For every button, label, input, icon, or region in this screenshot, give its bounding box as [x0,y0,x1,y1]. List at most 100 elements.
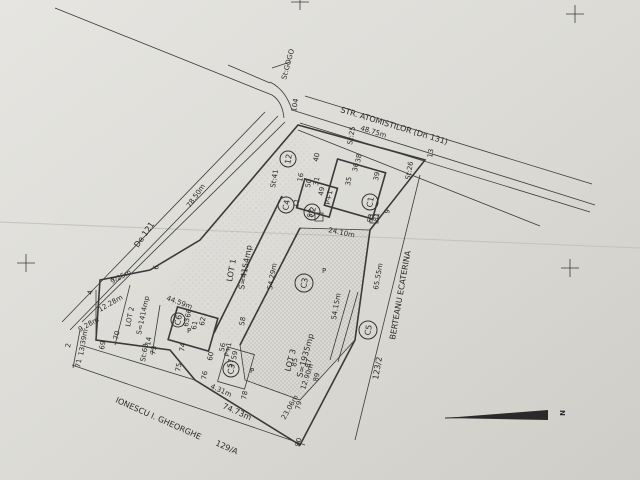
survey-point-label: 9 [383,209,392,215]
survey-point-label: 14 [144,336,154,347]
building-marker-label: C4 [281,199,292,211]
building-small [369,214,379,224]
building-marker-c3b: C3 [222,360,240,378]
building-c2 [295,177,339,219]
de121-road-edge [61,111,266,323]
lot-boundary [79,344,196,381]
north-label: N [558,410,566,416]
survey-point-label: 53 [366,213,375,223]
lot-boundary [72,329,81,369]
station-label: St:26 [404,160,415,180]
building-marker-label: C6 [173,314,184,326]
survey-point-label: 87 [304,358,313,368]
atomistilor-road-edge [304,95,593,185]
building-marker-c3: C3 [294,273,314,293]
neighbour-boundary [354,174,421,441]
lot-division-line [239,227,301,346]
building-marker-label: C1 [365,196,376,208]
survey-point-label: 104 [290,97,300,112]
survey-point-label: 63 [182,317,191,327]
survey-point-label: 85 [290,357,299,367]
survey-point-label: 62 [198,316,207,326]
atomistilor-road-edge [299,122,591,213]
floor-label: P [322,267,326,275]
survey-point-label: 4 [86,289,95,295]
building-marker-c4: C4 [277,196,295,214]
building-marker-label: C2 [307,206,318,218]
survey-point-label: 11 [292,198,301,208]
building-small [314,212,324,222]
survey-point-label: 61 [190,320,199,330]
survey-point-label: 80 [294,437,303,447]
survey-point-label: 60 [206,351,215,361]
survey-point-label: 52 [306,208,315,218]
parcel-123-2: 123/2 [371,356,384,380]
lot-3-area [240,228,370,400]
floor-label: P [187,327,191,335]
building-marker-c5: C5 [358,320,378,340]
survey-point-label: 31 [312,176,321,186]
junction-curve [269,81,293,111]
survey-point-label: 13 [426,148,435,158]
floor-label: P+1 [223,342,233,358]
survey-point-label: 81 [372,212,381,222]
survey-point-label: 75 [174,362,183,372]
floor-label: P [250,367,254,375]
registration-cross-icon [561,259,579,277]
survey-point-label: 35 [344,176,353,186]
de121-road-edge [81,121,286,323]
building-marker-c1: C1 [361,193,379,211]
survey-point-label: 50 [304,178,313,188]
building-marker-c6: C6 [170,312,186,328]
survey-point-label: 78 [240,390,249,400]
building-marker-label: 12 [283,153,294,165]
survey-point-label: 56 [218,342,228,353]
survey-point-label: 89 [312,372,321,382]
junction-curve [271,94,285,119]
survey-point-label: 16 [296,172,306,183]
building-marker-c12: 12 [279,150,297,168]
building-c1 [323,158,387,220]
de121-road-edge [69,115,279,331]
lot-division-line [213,195,283,334]
station-label: St:68 [139,343,150,363]
atomistilor-road-edge [291,109,596,206]
survey-point-label: 2 [64,343,73,349]
survey-point-label: 57 [226,358,235,368]
survey-point-label: 70 [112,330,121,340]
road-edge-line [54,7,273,96]
floor-label: P+1 [324,190,334,206]
building-c6 [167,305,219,353]
neighbour-boundary [337,291,359,363]
registration-cross-icon [291,0,309,10]
property-boundary [95,124,427,447]
building-marker-label: C5 [363,324,374,336]
building-marker-label: C3 [226,363,237,375]
survey-point-label: 79 [294,400,303,410]
neighbour-boundary [329,289,351,361]
survey-point-label: 71 [74,358,83,368]
survey-point-label: 38 [354,153,363,163]
building-marker-label: C3 [299,277,310,289]
survey-point-label: 66 [184,308,194,319]
station-label: St:41 [269,169,280,189]
survey-point-label: 36 [351,162,361,173]
survey-point-label: 49 [317,186,326,196]
road-edge-line [227,64,271,84]
survey-point-label: 40 [312,152,321,162]
survey-point-label: 58 [238,316,247,326]
survey-point-label: 69 [98,340,107,350]
lot1-name: LOT 1 [225,258,238,282]
survey-point-label: 59 [230,350,239,360]
lot-boundary [151,304,161,356]
lot-boundary [71,364,306,446]
lot-1-area [160,125,320,345]
survey-point-label: 5 [110,276,119,282]
survey-point-label: 39 [372,171,381,181]
road-edge-line [271,61,291,69]
building-marker-c2: C2 [303,203,321,221]
building-c3b [217,346,255,390]
survey-point-label: 6 [152,264,161,270]
survey-point-label: 76 [200,370,210,381]
